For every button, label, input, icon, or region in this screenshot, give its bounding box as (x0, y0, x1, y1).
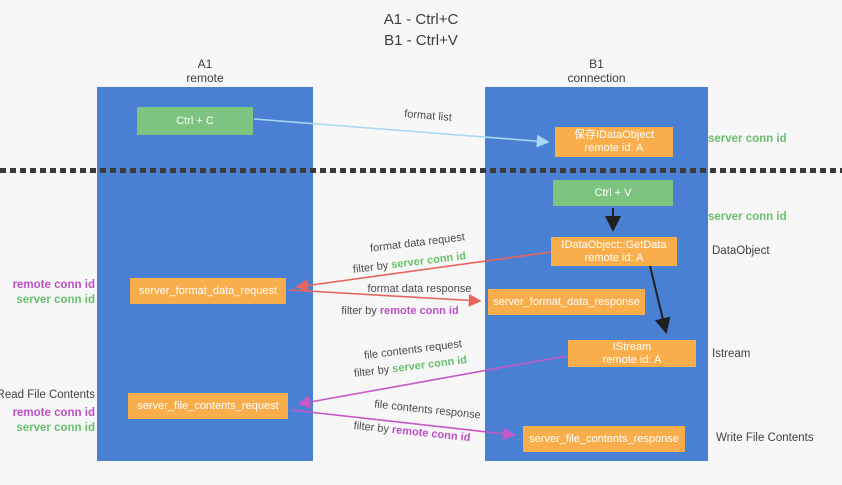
label-remote-conn-id: remote conn id (12, 279, 95, 291)
filter-highlight-server-conn-id: server conn id (390, 250, 467, 272)
filter-prefix: filter by (353, 363, 394, 380)
node-server-format-data-request: server_format_data_request (130, 278, 286, 304)
node-server-format-data-response-label: server_format_data_response (493, 295, 640, 308)
node-istream: IStream remote id: A (568, 340, 696, 367)
node-server-format-data-request-label: server_format_data_request (138, 284, 278, 297)
label-file-contents-response: file contents response (373, 398, 482, 422)
label-remote-conn-id: remote conn id (12, 407, 95, 419)
title-line-2: B1 - Ctrl+V (384, 32, 458, 49)
filter-prefix: filter by (341, 305, 380, 317)
lane-a1-subtitle: remote (186, 71, 224, 85)
lane-b1-subtitle: connection (567, 71, 626, 85)
node-save-idataobject-line1: 保存IDataObject (573, 129, 655, 141)
label-server-conn-id: server conn id (16, 422, 95, 434)
lane-header-b1: B1 connection (485, 57, 708, 85)
filter-highlight-remote-conn-id: remote conn id (391, 423, 471, 445)
node-istream-line1: IStream (612, 340, 652, 353)
filter-prefix: filter by (352, 259, 393, 276)
diagram-title: A1 - Ctrl+C B1 - Ctrl+V (0, 9, 842, 51)
filter-prefix: filter by (353, 419, 393, 436)
label-filter-by-remote-conn-id-2: filter by remote conn id (352, 420, 473, 444)
node-save-idataobject-line2: remote id: A (584, 142, 644, 154)
title-line-1: A1 - Ctrl+C (383, 11, 459, 28)
label-format-data-response: format data response (367, 283, 472, 295)
node-idataobject-getdata-line1: IDataObject::GetData (561, 238, 667, 251)
lane-header-a1: A1 remote (97, 57, 313, 85)
label-istream: Istream (712, 348, 751, 360)
label-server-conn-id: server conn id (16, 294, 95, 306)
label-read-file-contents: Read File Contents (0, 389, 95, 401)
filter-highlight-remote-conn-id: remote conn id (379, 305, 459, 317)
label-format-list: format list (403, 108, 453, 124)
node-server-format-data-response: server_format_data_response (488, 289, 645, 315)
node-ctrl-v-label: Ctrl + V (594, 186, 632, 199)
label-filter-by-remote-conn-id-1: filter by remote conn id (340, 305, 460, 317)
node-server-file-contents-response-label: server_file_contents_response (529, 432, 679, 445)
node-save-idataobject: 保存IDataObject remote id: A (555, 127, 673, 157)
label-server-conn-id-top: server conn id (708, 133, 787, 145)
label-conn-ids-group-1: remote conn id server conn id (13, 278, 95, 308)
node-server-file-contents-request-label: server_file_contents_request (137, 399, 279, 412)
node-ctrl-c: Ctrl + C (137, 107, 253, 135)
phase-separator-dashed-line (0, 168, 842, 173)
label-server-conn-id-mid: server conn id (708, 211, 787, 223)
node-istream-line2: remote id: A (602, 353, 662, 366)
label-write-file-contents: Write File Contents (716, 432, 814, 444)
node-idataobject-getdata: IDataObject::GetData remote id: A (551, 237, 677, 266)
label-dataobject: DataObject (712, 245, 770, 257)
lane-a1-name: A1 (197, 57, 213, 71)
node-server-file-contents-request: server_file_contents_request (128, 393, 288, 419)
lane-b1-name: B1 (589, 57, 604, 71)
node-ctrl-v: Ctrl + V (553, 180, 673, 206)
label-conn-ids-group-2: remote conn id server conn id (13, 406, 95, 436)
node-server-file-contents-response: server_file_contents_response (523, 426, 685, 452)
node-idataobject-getdata-line2: remote id: A (584, 251, 644, 264)
node-ctrl-c-label: Ctrl + C (176, 114, 214, 127)
